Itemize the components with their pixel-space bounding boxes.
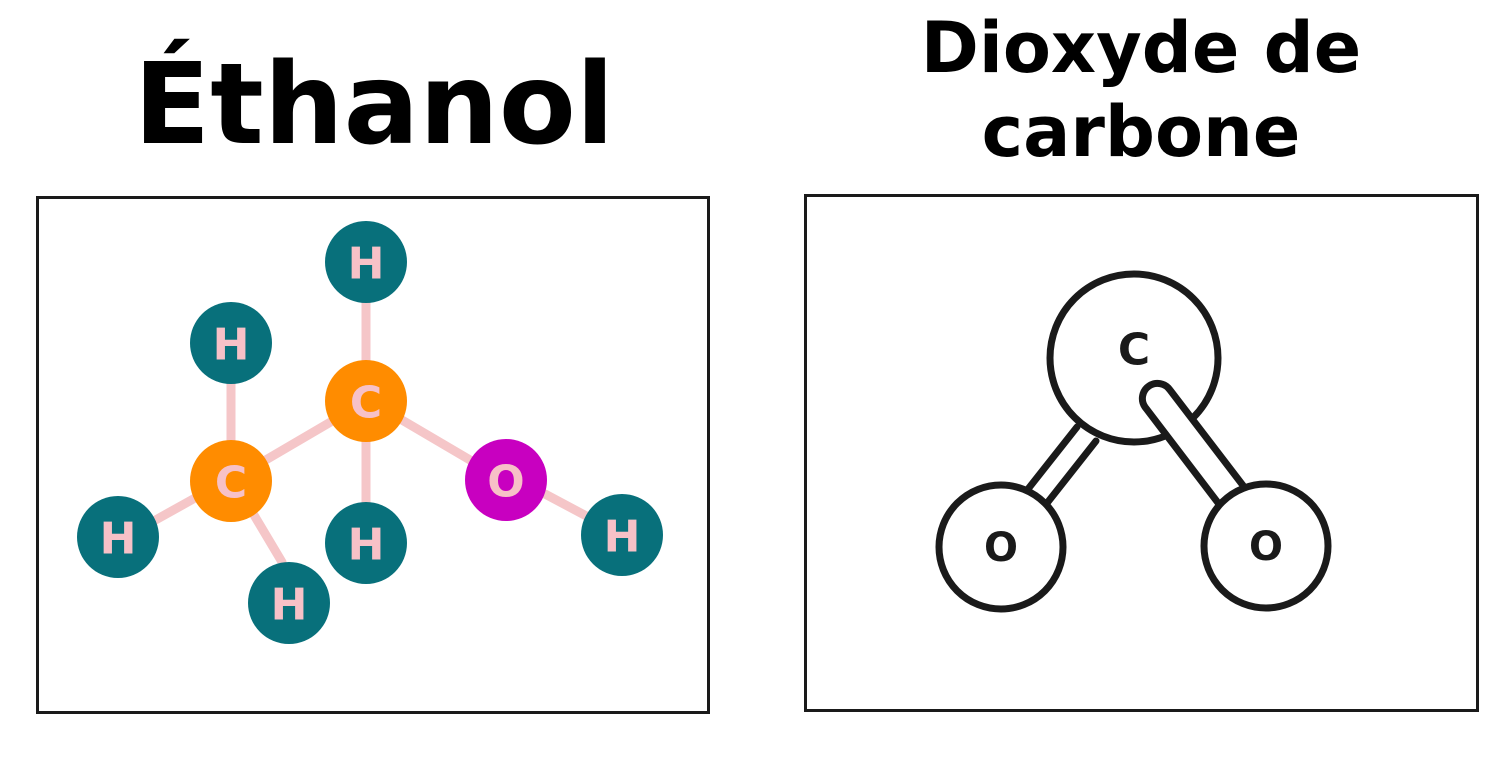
atom-h-middle: H — [325, 502, 407, 584]
co2-atom-o-right-circle — [1200, 480, 1332, 612]
co2-atom-o-left-circle — [935, 481, 1067, 613]
co2-molecule — [935, 270, 1332, 613]
carbon-dioxide-title: Dioxyde de carbone — [805, 6, 1477, 174]
bond-c-c — [259, 415, 339, 466]
atom-c-right: C — [325, 360, 407, 442]
atom-h-right: H — [581, 494, 663, 576]
ethanol-title: Éthanol — [133, 40, 615, 170]
bond-o-h-right — [540, 489, 597, 524]
bond-c-right-o — [397, 415, 475, 465]
bond-c-left-h-left — [147, 493, 200, 527]
atom-h-bottom-label: H — [271, 580, 308, 631]
atom-h-top-label: H — [348, 239, 385, 290]
atom-h-upper-left-label: H — [213, 320, 250, 371]
atom-c-left-label: C — [215, 458, 247, 509]
atom-o: O — [465, 439, 547, 521]
carbon-dioxide-title-line2: carbone — [981, 91, 1301, 173]
atom-h-middle-label: H — [348, 520, 385, 571]
atom-h-bottom: H — [248, 562, 330, 644]
atom-h-left: H — [77, 496, 159, 578]
ethanol-bonds — [147, 294, 597, 567]
atom-h-right-label: H — [604, 512, 641, 563]
atom-h-upper-left: H — [190, 302, 272, 384]
atom-c-left: C — [190, 440, 272, 522]
atom-h-top: H — [325, 221, 407, 303]
carbon-dioxide-title-line1: Dioxyde de — [920, 7, 1362, 89]
co2-atom-c-label: C — [1118, 325, 1150, 376]
co2-atom-o-left-label: O — [984, 525, 1018, 571]
atom-o-label: O — [487, 457, 524, 508]
co2-bond-right — [1138, 379, 1252, 516]
atom-h-left-label: H — [100, 514, 137, 565]
co2-atom-o-right-label: O — [1249, 524, 1283, 570]
bond-c-left-h-bottom — [249, 510, 287, 567]
atom-c-right-label: C — [350, 378, 382, 429]
